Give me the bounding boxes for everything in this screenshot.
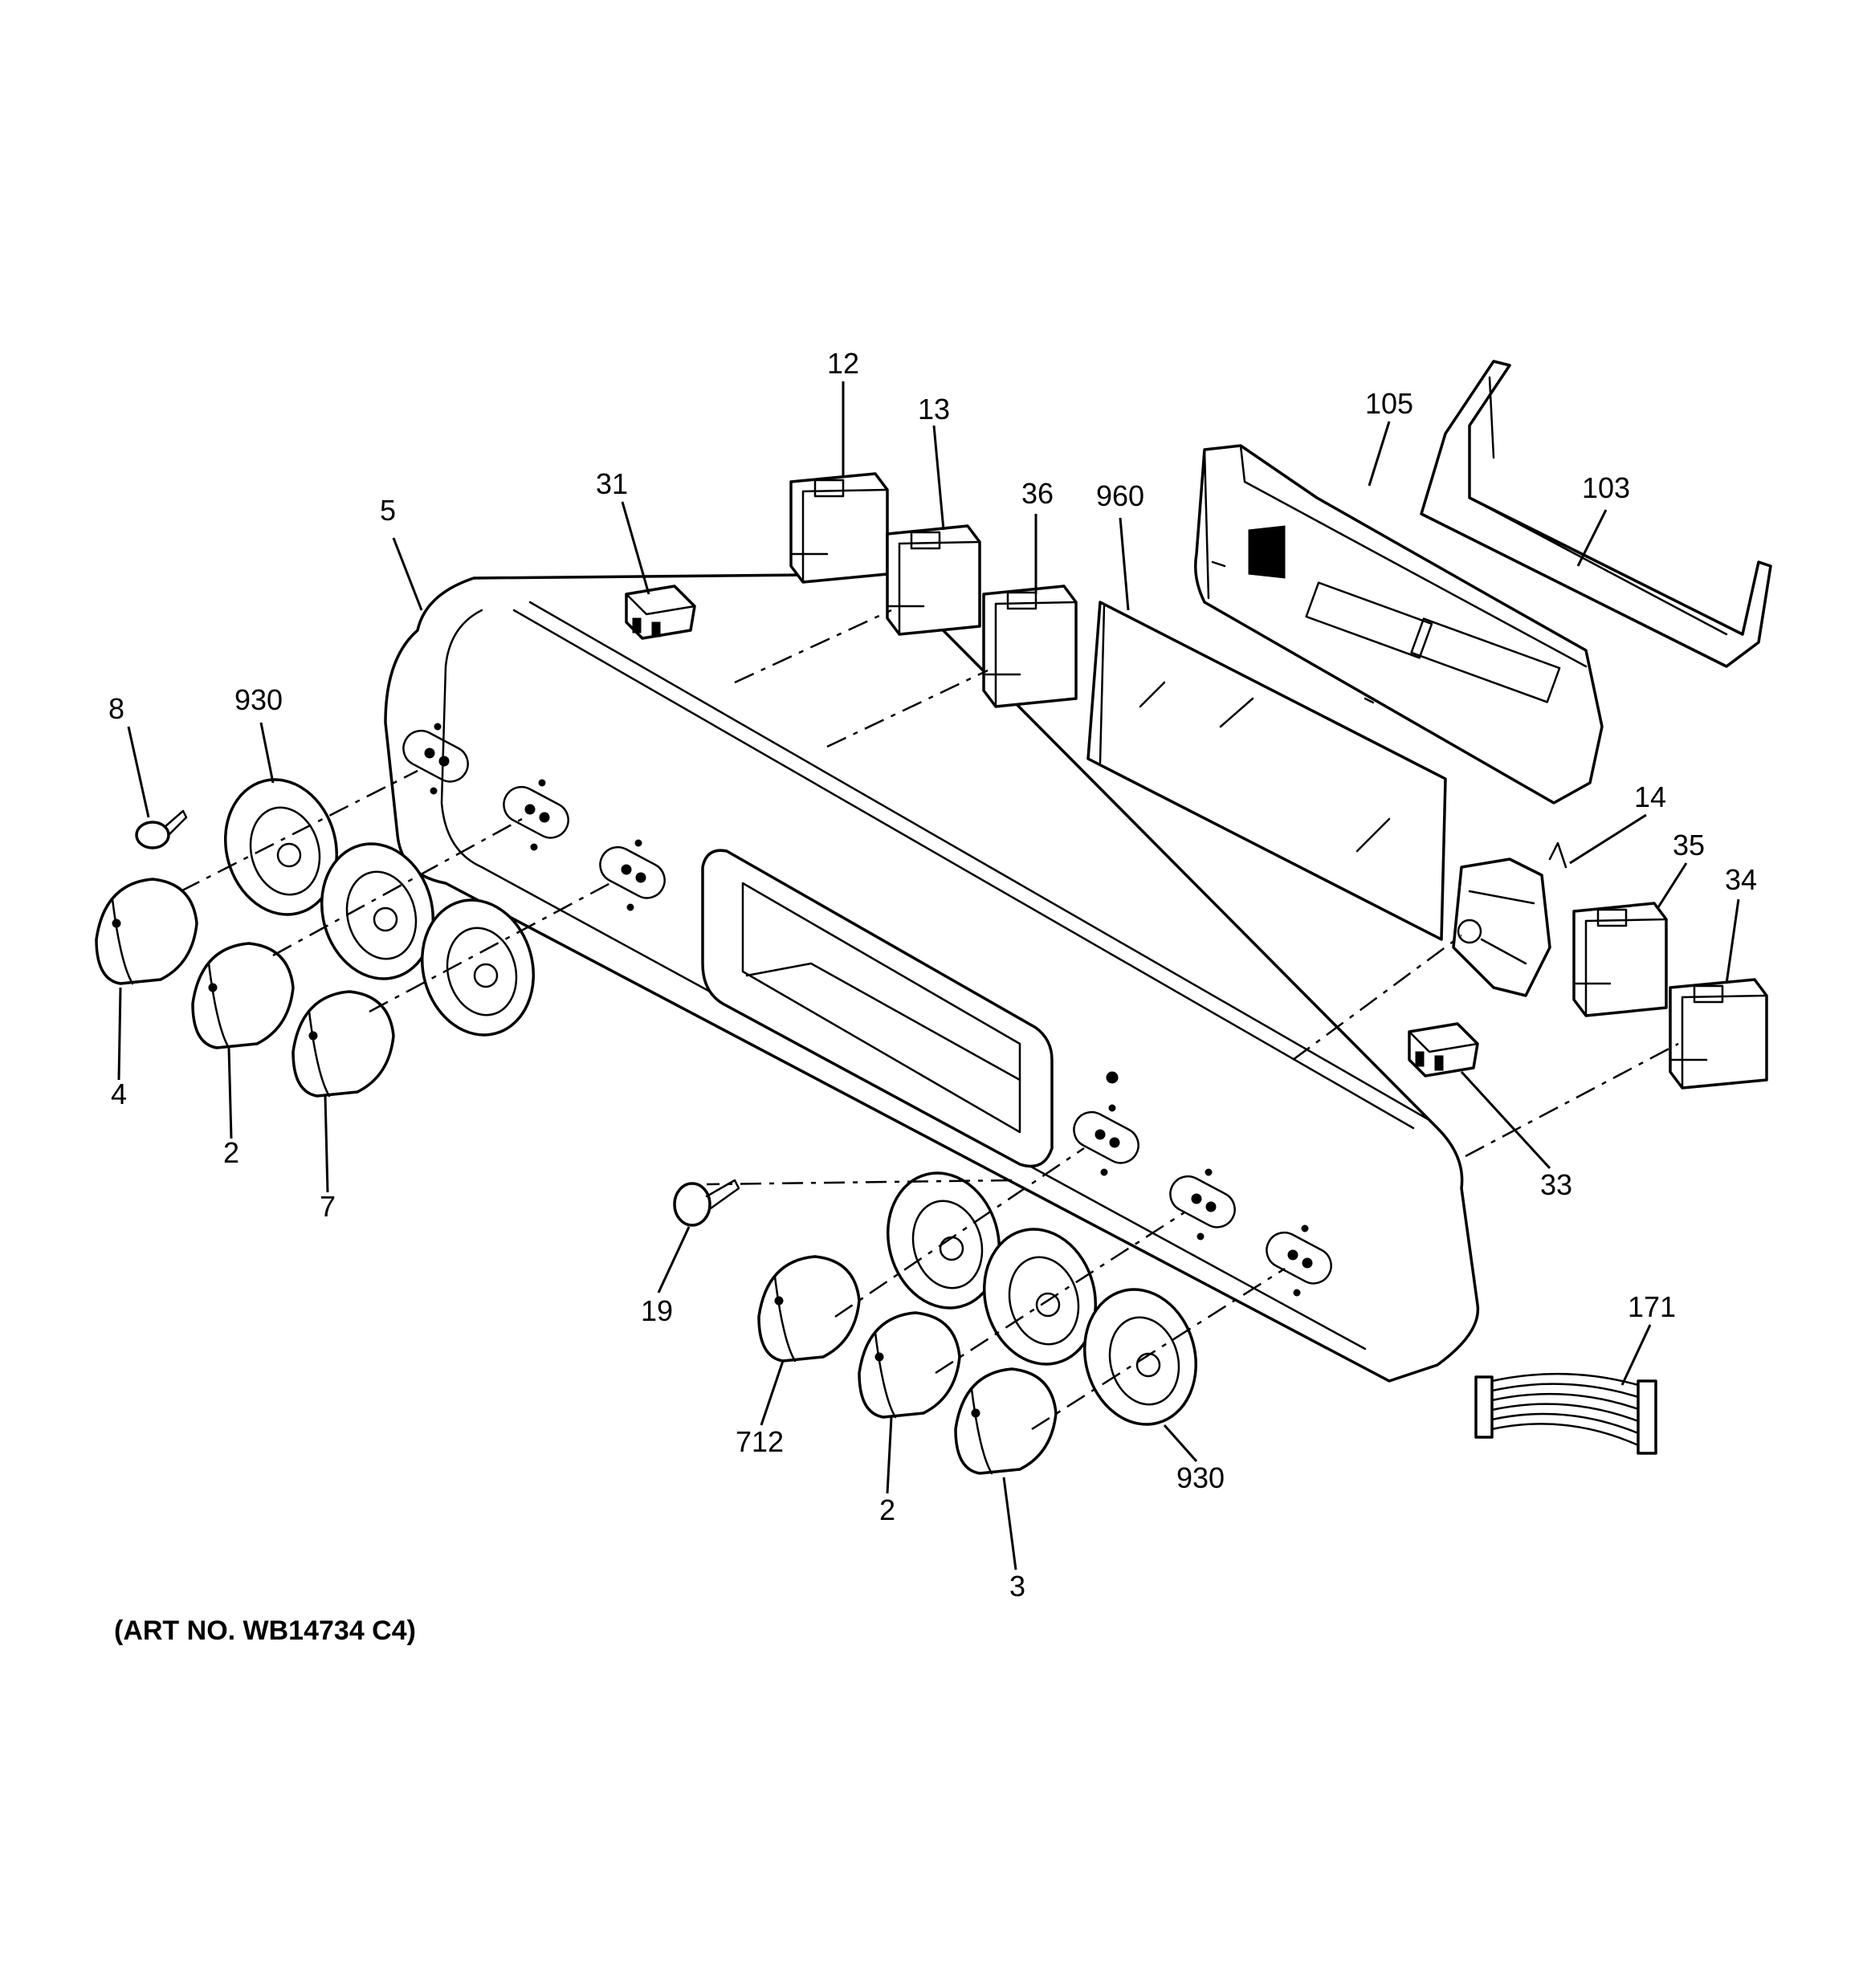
knob-bezel [1082,1288,1198,1426]
control-knob [291,990,395,1098]
oven-selector-switch [1452,841,1567,997]
callout-103: 103 [1582,471,1630,504]
screw-19 [673,1179,740,1227]
control-knob [757,1255,861,1363]
switch-slot [402,723,469,795]
knob-bezel [982,1228,1098,1366]
callout-3: 3 [1009,1570,1025,1603]
control-panel [384,572,1480,1383]
infinite-switch [789,472,889,584]
callout-171: 171 [1628,1290,1676,1323]
callout-36: 36 [1021,477,1054,510]
wire-harness [1474,1372,1657,1455]
callout-7: 7 [320,1190,336,1223]
callout-930-left: 930 [234,683,283,716]
callout-8: 8 [108,692,124,725]
callout-34: 34 [1725,863,1757,896]
callout-31: 31 [596,467,628,500]
callout-19: 19 [641,1294,673,1327]
screw-8 [135,809,188,849]
callout-4: 4 [111,1078,127,1110]
leader-lines [117,381,1740,1570]
switch-slot [1169,1168,1236,1240]
relay-33 [1408,1022,1479,1078]
control-knob [95,878,198,985]
infinite-switch [1669,978,1768,1090]
callout-13: 13 [918,393,950,426]
callout-35: 35 [1673,829,1705,862]
switch-slot [599,839,666,911]
control-board [1194,444,1604,805]
knob-bezel [320,842,435,980]
control-knob [954,1367,1058,1475]
knob-bezel [420,898,536,1037]
callout-960: 960 [1096,479,1144,512]
callout-2-left: 2 [223,1136,239,1169]
callout-33: 33 [1540,1168,1572,1201]
infinite-switch [886,524,981,636]
knob-bezel [886,1171,1001,1310]
art-number-note: (ART NO. WB14734 C4) [114,1615,416,1646]
callout-12: 12 [827,347,859,380]
control-knob [858,1311,961,1419]
switch-slot [1073,1104,1139,1176]
alignment-lines [180,609,1679,1431]
callout-105: 105 [1365,387,1413,420]
infinite-switch [1572,902,1668,1017]
mounting-bracket [1420,360,1772,668]
infinite-switch [982,585,1078,708]
knob-bezel [223,778,339,916]
switch-slot [1266,1224,1332,1297]
callout-14: 14 [1634,780,1666,813]
callout-labels: 12 13 31 36 960 105 103 5 8 930 4 2 7 14… [108,347,1757,1603]
callout-712: 712 [736,1425,784,1458]
callout-5: 5 [380,494,396,527]
relay-31 [625,585,696,640]
display-glass [1086,601,1447,941]
switch-slot [503,779,569,851]
callout-2-right: 2 [879,1493,895,1526]
control-knob [191,942,295,1049]
callout-930-right: 930 [1176,1461,1225,1494]
